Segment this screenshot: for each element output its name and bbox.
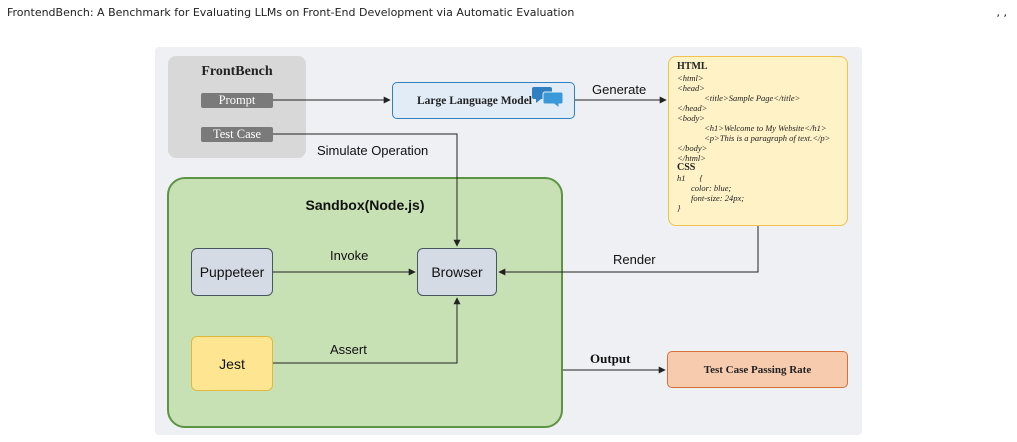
code-line: <head> [677, 82, 705, 93]
code-line: } [677, 203, 681, 213]
simulate-operation-label: Simulate Operation [317, 143, 429, 158]
code-line: </html> [677, 152, 706, 163]
code-line: <body> [677, 112, 705, 123]
html-heading: HTML [677, 61, 708, 72]
browser-node: Browser [417, 248, 497, 296]
assert-label: Assert [330, 342, 367, 357]
invoke-label: Invoke [330, 248, 369, 263]
puppeteer-node: Puppeteer [191, 248, 273, 296]
frontbench-title: FrontBench [201, 64, 273, 79]
code-line: h1{ [677, 173, 703, 183]
code-line: </head> [677, 102, 708, 113]
css-heading: CSS [677, 161, 696, 173]
llm-label: Large Language Model [417, 94, 532, 107]
code-line: <html> [677, 72, 704, 83]
sandbox-title: Sandbox(Node.js) [305, 197, 425, 213]
jest-node: Jest [191, 336, 273, 391]
passing-rate-box: Test Case Passing Rate [667, 351, 848, 388]
code-line: <title>Sample Page</title> [704, 92, 801, 103]
generate-label: Generate [592, 82, 647, 97]
code-line: font-size: 24px; [691, 193, 745, 203]
code-line: </body> [677, 142, 708, 153]
paper-header-title: FrontendBench: A Benchmark for Evaluatin… [7, 6, 575, 19]
test-case-chip: Test Case [201, 127, 273, 142]
render-label: Render [613, 252, 656, 267]
paper-header-mark: , , [996, 6, 1008, 19]
code-line: <p>This is a paragraph of text.</p> [704, 132, 831, 143]
code-line: color: blue; [691, 183, 732, 193]
chat-bubbles-icon [532, 87, 564, 107]
prompt-chip: Prompt [201, 93, 273, 108]
output-label: Output [590, 351, 631, 366]
generated-code-box: HTML <html> <head> <title>Sample Page</t… [668, 56, 848, 226]
code-line: <h1>Welcome to My Website</h1> [704, 122, 827, 133]
